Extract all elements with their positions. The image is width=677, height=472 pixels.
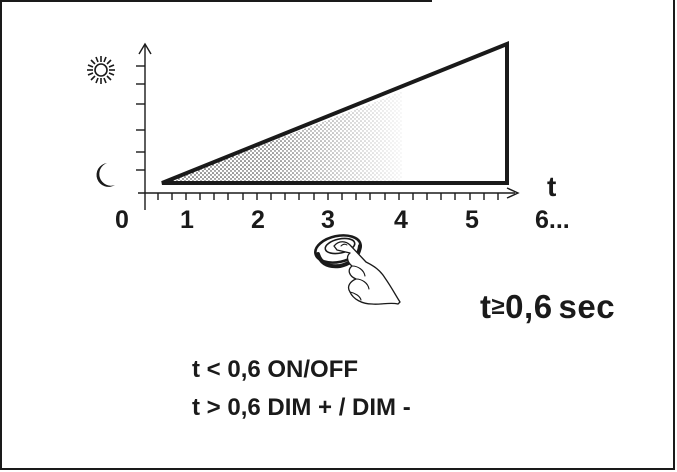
threshold-unit: sec — [559, 288, 616, 325]
tick-labels: 0 1 2 3 4 5 6... — [115, 206, 570, 234]
tick-label-0: 0 — [115, 206, 129, 234]
x-axis — [138, 188, 518, 200]
threshold-value: 0,6 — [505, 288, 552, 325]
tick-label-3: 3 — [321, 206, 335, 234]
tick-label-6: 6... — [535, 206, 570, 234]
tick-label-2: 2 — [251, 206, 265, 234]
tick-label-5: 5 — [465, 206, 479, 234]
finger-press-icon — [313, 232, 400, 305]
tick-label-4: 4 — [394, 206, 408, 234]
rule-long-press: t > 0,6 DIM + / DIM - — [192, 394, 411, 422]
moon-icon — [97, 163, 115, 187]
tick-label-1: 1 — [180, 206, 194, 234]
sun-icon — [87, 56, 115, 84]
t-axis-label: t — [547, 171, 556, 202]
rule-short-press: t < 0,6 ON/OFF — [192, 356, 358, 384]
threshold-t: t — [480, 288, 492, 325]
threshold-ge-symbol: ≥ — [492, 293, 506, 320]
y-axis — [136, 44, 151, 210]
